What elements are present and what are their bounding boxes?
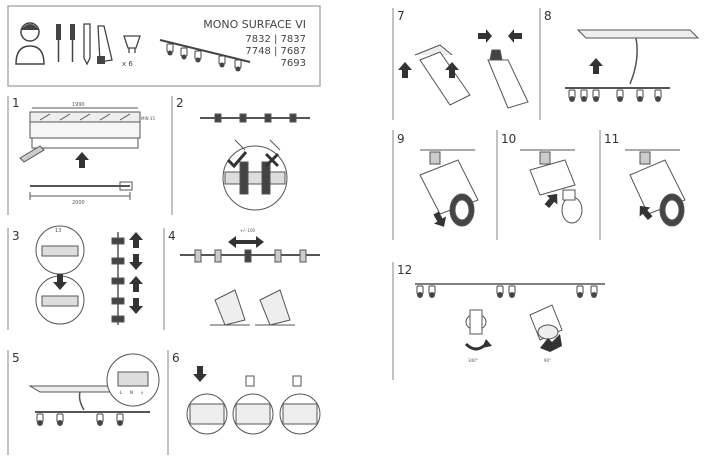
- step-number: 6: [172, 351, 180, 365]
- step-number: 10: [501, 132, 516, 146]
- step8-illustration: [565, 29, 700, 102]
- step12-illustration: [415, 283, 605, 341]
- step4-illustration: [180, 249, 320, 326]
- product-codes-1: 7832 | 7837: [245, 34, 306, 45]
- dimension-label: 1990: [72, 102, 85, 108]
- step-number: 8: [544, 9, 552, 23]
- step-number: 7: [397, 9, 405, 23]
- step6-illustration: [186, 375, 321, 435]
- installer-person-icon: [15, 22, 45, 65]
- header-box: x 6 MONO SURFACE VI 7832 | 7837 7748 | 7…: [7, 5, 321, 87]
- left-right-arrow-icon: [228, 236, 264, 248]
- dimension-label: 13: [55, 228, 61, 234]
- step-number: 12: [397, 263, 412, 277]
- screwdriver-icon: [70, 24, 75, 62]
- step-number: 1: [12, 96, 20, 110]
- rotation-label: 340°: [468, 358, 478, 363]
- step7-illustration: [414, 44, 529, 109]
- product-codes-2: 7748 | 7687: [245, 46, 306, 57]
- saw-icon: [97, 25, 113, 64]
- step-number: 11: [604, 132, 619, 146]
- product-codes-3: 7693: [281, 58, 306, 69]
- wrong-cross-icon: [264, 152, 280, 168]
- step2-illustration: [200, 113, 310, 211]
- track-light-icon: [159, 39, 251, 72]
- gu10-bulb-icon: [123, 35, 141, 53]
- correct-check-icon: [226, 151, 248, 169]
- step-number: 5: [12, 351, 20, 365]
- compress-arrow-icon: [478, 29, 522, 43]
- step-number: 3: [12, 229, 20, 243]
- step11-illustration: [625, 149, 686, 227]
- step-number: 9: [397, 132, 405, 146]
- screwdriver-icon: [56, 24, 61, 62]
- step10-illustration: [520, 149, 583, 224]
- bulb-count: x 6: [122, 60, 133, 68]
- pencil-icon: [83, 23, 91, 66]
- step-number: 2: [176, 96, 184, 110]
- dimension-label: +/- 100: [240, 228, 256, 233]
- dimension-label: MIN 35: [141, 116, 155, 121]
- step3-illustration: [35, 225, 125, 325]
- step5-illustration: [28, 353, 160, 426]
- terminal-label: L: [120, 390, 123, 395]
- rotate-arrow-icon: [464, 339, 492, 351]
- step-frames: [7, 8, 601, 455]
- step-number: 4: [168, 229, 176, 243]
- tilt-arrow-icon: [540, 334, 562, 352]
- step1-illustration: [19, 107, 141, 200]
- dimension-label: 2000: [72, 200, 85, 206]
- step9-illustration: [419, 149, 479, 227]
- terminal-label: N: [130, 390, 133, 395]
- product-name: MONO SURFACE VI: [203, 18, 306, 31]
- terminal-label: ⏚: [140, 389, 144, 395]
- tilt-label: 90°: [544, 358, 551, 363]
